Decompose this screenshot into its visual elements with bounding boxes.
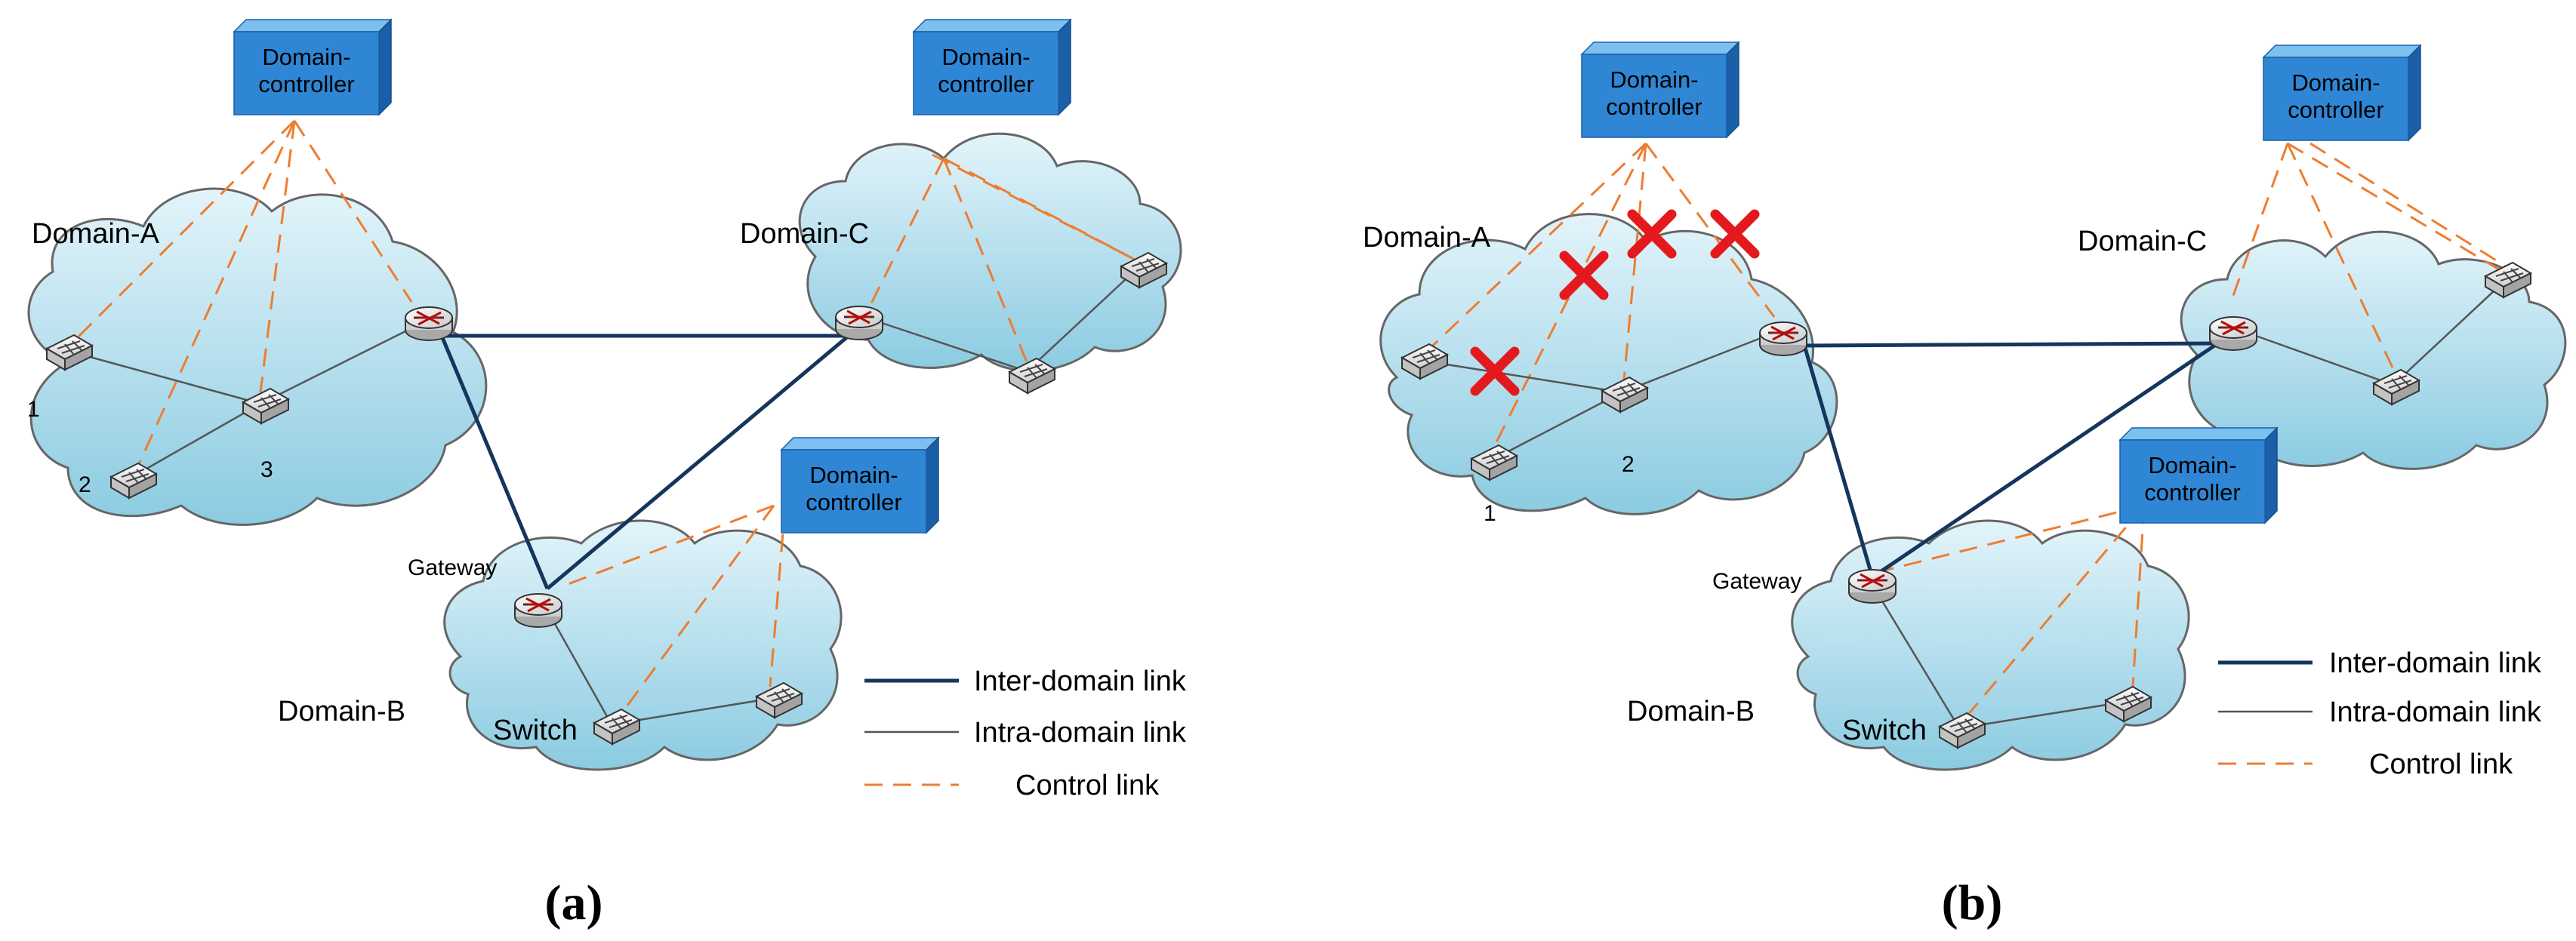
svg-text:controller: controller xyxy=(258,71,355,97)
router-icon xyxy=(1758,321,1808,357)
svg-text:Domain-: Domain- xyxy=(2148,452,2236,478)
domain-b-label: Domain-B xyxy=(1627,696,1755,727)
gateway-label: Gateway xyxy=(1712,569,1801,594)
legend-inter-label: Inter-domain link xyxy=(974,666,1187,697)
svg-text:controller: controller xyxy=(2288,97,2384,123)
domain-controller-a-left: Domain- controller xyxy=(233,19,392,115)
svg-text:(a): (a) xyxy=(545,875,603,930)
switch-label: Switch xyxy=(1842,715,1927,746)
domain-controller-c-right: Domain- controller xyxy=(2263,45,2421,141)
svg-text:Domain-: Domain- xyxy=(941,44,1030,70)
router-icon xyxy=(404,306,454,342)
svg-text:(b): (b) xyxy=(1942,875,2003,930)
caption-b: (b) xyxy=(1942,875,2003,930)
domain-a-label: Domain-A xyxy=(1363,222,1491,254)
router-icon xyxy=(513,592,563,629)
panel-b: Domain- controller Domain- controller Do… xyxy=(1363,42,2567,930)
legend-control-label: Control link xyxy=(1015,770,1160,801)
gateway-label: Gateway xyxy=(408,555,497,580)
svg-text:controller: controller xyxy=(938,71,1034,97)
domain-c-label: Domain-C xyxy=(740,218,869,250)
legend-control-label: Control link xyxy=(2369,749,2513,780)
legend-intra-label: Intra-domain link xyxy=(2329,697,2542,728)
svg-text:Domain-: Domain- xyxy=(1610,66,1698,93)
router-icon xyxy=(834,305,884,341)
svg-text:Domain-: Domain- xyxy=(2291,69,2380,96)
router-icon xyxy=(2208,315,2258,352)
legend-b: Inter-domain link Intra-domain link Cont… xyxy=(2218,647,2542,780)
node-label-1: 1 xyxy=(27,397,40,422)
domain-controller-a-right: Domain- controller xyxy=(1581,42,1739,138)
cloud-domain-c xyxy=(798,132,1182,372)
inter-links-a xyxy=(439,331,855,590)
legend-a: Inter-domain link Intra-domain link Cont… xyxy=(864,666,1187,801)
cloud-domain-a xyxy=(1379,213,1838,515)
svg-text:Domain-: Domain- xyxy=(262,44,350,70)
node-label-3: 3 xyxy=(260,457,273,482)
svg-text:controller: controller xyxy=(2144,479,2241,506)
svg-text:Domain-: Domain- xyxy=(809,462,898,488)
caption-a: (a) xyxy=(545,875,603,930)
domain-a-label: Domain-A xyxy=(32,218,160,250)
svg-text:controller: controller xyxy=(806,489,902,515)
domain-b-label: Domain-B xyxy=(278,696,405,727)
node-label-1: 1 xyxy=(1484,501,1496,526)
intra-links-b xyxy=(1422,278,2507,730)
switch-label: Switch xyxy=(493,715,578,746)
node-label-2: 2 xyxy=(1622,452,1635,477)
control-links-a xyxy=(66,119,1137,718)
legend-inter-label: Inter-domain link xyxy=(2329,647,2542,679)
domain-controller-c-left: Domain- controller xyxy=(913,19,1071,115)
router-icon xyxy=(1847,568,1897,604)
panel-a: Domain- controller Domain- controller Do… xyxy=(27,19,1187,930)
control-links-b xyxy=(1422,142,2515,721)
domain-controller-b-right: Domain- controller xyxy=(2119,427,2278,524)
node-label-2: 2 xyxy=(79,472,91,497)
inter-links-b xyxy=(1796,337,2225,580)
domain-c-label: Domain-C xyxy=(2078,226,2207,257)
svg-text:controller: controller xyxy=(1606,94,1702,120)
cloud-domain-c xyxy=(2180,230,2567,470)
domain-controller-b-left: Domain- controller xyxy=(781,437,939,534)
legend-intra-label: Intra-domain link xyxy=(974,717,1187,749)
